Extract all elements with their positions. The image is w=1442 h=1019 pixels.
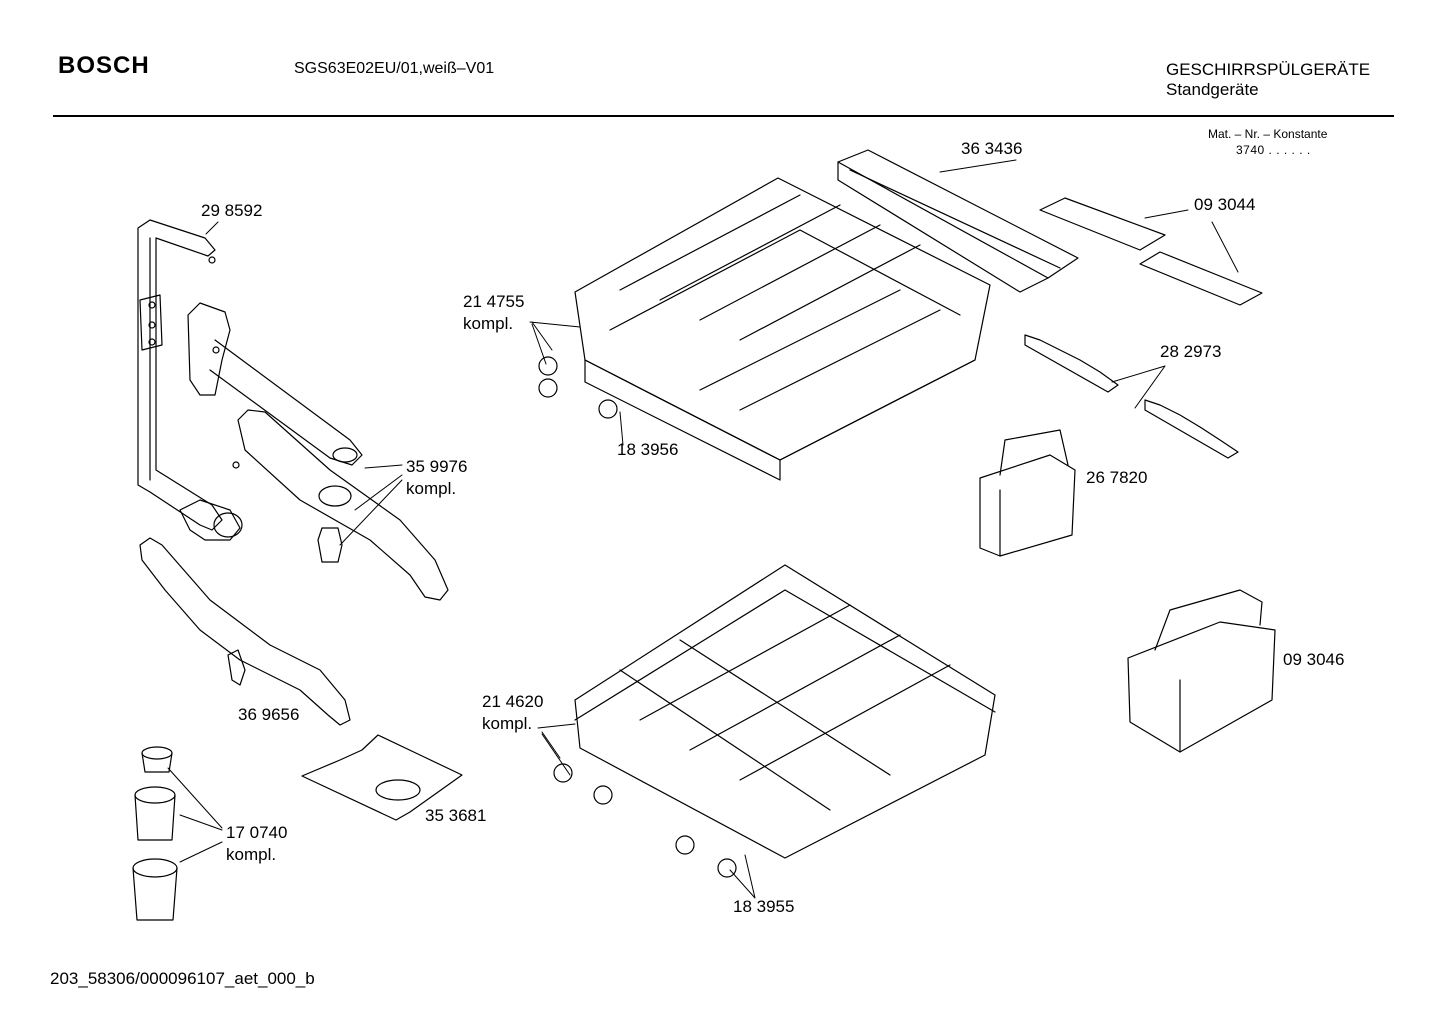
part-note-359976: kompl. [406,479,457,498]
material-label: Mat. – Nr. – Konstante [1208,127,1328,141]
wheels-drawing [538,356,737,878]
model-number: SGS63E02EU/01,weiß–V01 [294,60,495,77]
knife-strips-drawing [1024,334,1239,459]
lower-basket-drawing [574,564,996,859]
part-label-214620: 21 4620 [482,692,544,711]
part-label-170740: 17 0740 [226,823,288,842]
part-note-214620: kompl. [482,714,533,733]
category-title: GESCHIRRSPÜLGERÄTE [1166,60,1371,79]
top-tray-drawing [837,149,1079,293]
part-label-359976: 35 9976 [406,457,468,476]
upper-basket-drawing [574,177,991,481]
leader-lines [167,159,1239,899]
header-divider [53,115,1394,117]
microfilter-plate-drawing [301,734,463,821]
part-label-093044: 09 3044 [1194,195,1256,214]
part-label-214755: 21 4755 [463,292,525,311]
part-label-363436: 36 3436 [961,139,1023,158]
part-label-353681: 35 3681 [425,806,487,825]
footer-code: 203_58306/000096107_aet_000_b [50,969,315,988]
cup-racks-drawing [1039,197,1263,306]
lower-spray-arm-drawing [139,537,351,726]
part-label-298592: 29 8592 [201,201,263,220]
part-label-267820: 26 7820 [1086,468,1148,487]
supply-pipe-drawing [137,219,243,541]
part-note-214755: kompl. [463,314,514,333]
filter-set-drawing [132,746,178,921]
part-label-093046: 09 3046 [1283,650,1345,669]
upper-spray-arm-drawing [187,302,449,601]
brand-logo: BOSCH [58,52,150,79]
part-label-183955: 18 3955 [733,897,795,916]
small-cutlery-basket-drawing [979,429,1076,557]
subcategory-title: Standgeräte [1166,80,1259,99]
part-label-282973: 28 2973 [1160,342,1222,361]
part-label-369656: 36 9656 [238,705,300,724]
part-note-170740: kompl. [226,845,277,864]
part-label-183956: 18 3956 [617,440,679,459]
material-value: 3740 . . . . . . [1236,143,1311,157]
large-cutlery-basket-drawing [1127,589,1276,753]
